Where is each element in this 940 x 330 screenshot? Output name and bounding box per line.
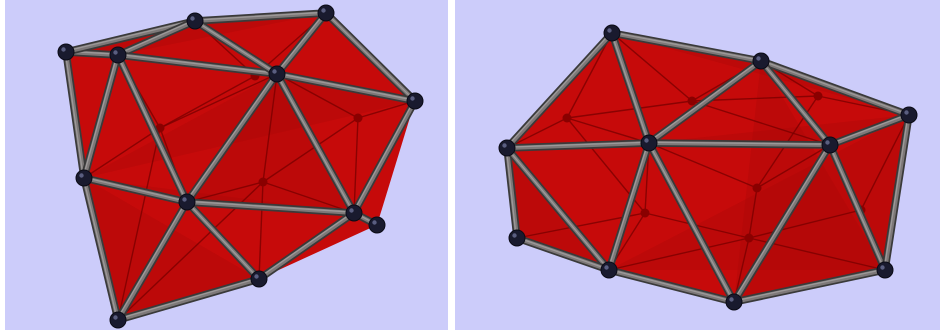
mesh-vertex[interactable] [251,271,267,287]
mesh-vertex[interactable] [753,53,769,69]
hidden-vertex [563,114,572,123]
mesh-vertex[interactable] [269,66,285,82]
mesh-vertex[interactable] [346,205,362,221]
mesh-vertex[interactable] [110,312,126,328]
hidden-vertex [259,178,268,187]
mesh-vertex[interactable] [318,5,334,21]
mesh-vertex[interactable] [179,194,195,210]
mesh-vertex[interactable] [407,93,423,109]
hidden-vertex [641,209,650,218]
mesh-vertex[interactable] [187,13,203,29]
hidden-vertex [688,97,697,106]
hidden-vertex [745,234,754,243]
mesh-vertex[interactable] [877,262,893,278]
mesh-vertex[interactable] [601,262,617,278]
mesh-vertex[interactable] [58,44,74,60]
mesh-render-left [5,0,448,330]
mesh-vertex[interactable] [110,47,126,63]
mesh-vertex[interactable] [901,107,917,123]
hidden-vertex [354,114,363,123]
mesh-vertex[interactable] [604,25,620,41]
mesh-viewport-right[interactable] [455,0,940,330]
mesh-render-right [455,0,940,330]
hidden-vertex [753,184,762,193]
mesh-vertex[interactable] [641,135,657,151]
mesh-vertex[interactable] [369,217,385,233]
mesh-vertex[interactable] [822,137,838,153]
mesh-vertex[interactable] [76,170,92,186]
mesh-vertex[interactable] [499,140,515,156]
mesh-edge [648,142,830,145]
mesh-vertex[interactable] [726,294,742,310]
mesh-viewport-left[interactable] [5,0,448,330]
hidden-vertex [814,92,823,101]
mesh-vertex[interactable] [509,230,525,246]
